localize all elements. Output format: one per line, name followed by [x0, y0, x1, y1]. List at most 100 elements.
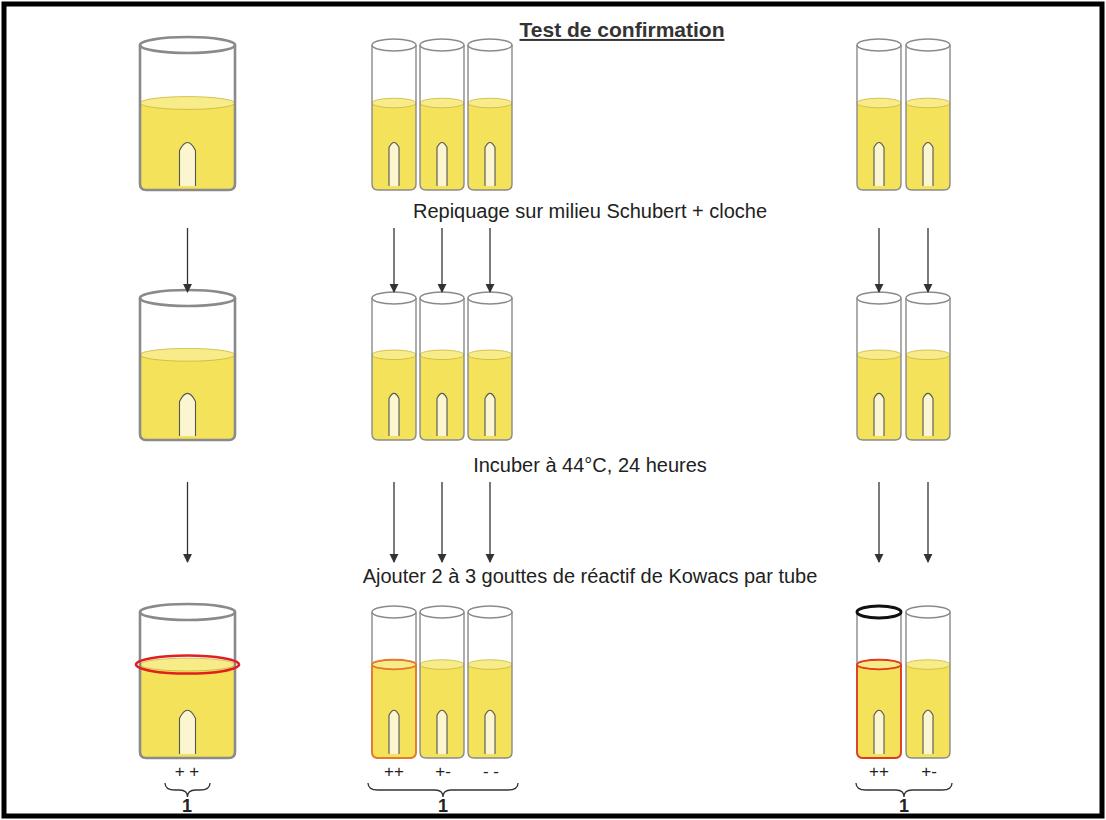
tube-rim	[857, 292, 901, 304]
indole-ring	[136, 656, 239, 674]
test-tube	[136, 604, 239, 758]
test-tube	[857, 292, 901, 440]
test-tube	[420, 292, 464, 440]
durham-bell	[923, 143, 933, 187]
durham-bell	[437, 710, 447, 754]
durham-bell	[874, 143, 884, 187]
result-sign: + +	[175, 762, 200, 782]
step-arrow	[187, 228, 188, 292]
test-tube	[906, 606, 950, 758]
medium-surface	[140, 658, 235, 671]
medium	[468, 355, 512, 440]
group-brace	[368, 783, 518, 797]
test-tube	[857, 39, 901, 190]
medium	[468, 103, 512, 190]
title: Test de confirmation	[520, 18, 725, 42]
durham-bell	[485, 143, 495, 187]
group-brace	[856, 783, 952, 797]
medium-surface	[857, 98, 901, 108]
test-tube	[372, 606, 416, 758]
medium	[420, 103, 464, 190]
tube-rim	[468, 606, 512, 618]
tube-rim	[420, 292, 464, 304]
medium	[468, 665, 512, 758]
step-arrow	[489, 482, 490, 562]
result-sign: +-	[435, 762, 451, 782]
tube-rim	[140, 290, 235, 306]
tube-rim	[420, 39, 464, 51]
tube-wall	[140, 612, 235, 758]
tube-rim	[372, 606, 416, 618]
tube-rim	[857, 39, 901, 51]
medium-surface	[468, 660, 512, 670]
medium-surface	[420, 98, 464, 108]
result-sign: ++	[384, 762, 404, 782]
tube-wall	[468, 298, 512, 440]
tube-wall	[420, 45, 464, 190]
medium	[906, 355, 950, 440]
tube-wall	[906, 45, 950, 190]
test-tube	[372, 292, 416, 440]
test-tube	[372, 39, 416, 190]
durham-bell	[437, 143, 447, 187]
indole-ring	[857, 665, 901, 758]
medium-surface	[857, 660, 901, 670]
medium-surface	[140, 97, 235, 110]
medium	[372, 665, 416, 758]
durham-bell	[923, 393, 933, 436]
tube-wall	[372, 298, 416, 440]
medium	[140, 103, 235, 190]
medium	[140, 665, 235, 758]
tube-rim	[420, 606, 464, 618]
tube-wall	[420, 298, 464, 440]
durham-bell	[874, 710, 884, 754]
tube-wall	[468, 612, 512, 758]
durham-bell	[389, 710, 399, 754]
step-arrow	[878, 482, 879, 562]
result-sign: ++	[869, 762, 889, 782]
step-arrow	[441, 482, 442, 562]
durham-bell	[485, 710, 495, 754]
medium	[372, 103, 416, 190]
group-number: 1	[438, 796, 448, 817]
medium	[906, 103, 950, 190]
indole-ring	[857, 660, 901, 670]
test-tube	[906, 39, 950, 190]
tube-rim	[906, 606, 950, 618]
step-arrow	[489, 228, 490, 292]
medium-surface	[372, 98, 416, 108]
test-tube	[906, 292, 950, 440]
group-brace	[165, 783, 210, 797]
medium	[420, 665, 464, 758]
durham-bell	[485, 393, 495, 436]
test-tube	[420, 606, 464, 758]
tube-rim	[906, 39, 950, 51]
durham-bell	[923, 710, 933, 754]
medium	[906, 665, 950, 758]
medium-surface	[906, 98, 950, 108]
indole-ring	[372, 660, 416, 670]
step-arrow	[927, 482, 928, 562]
tube-rim	[468, 292, 512, 304]
frame	[4, 4, 1102, 816]
medium	[420, 355, 464, 440]
tube-wall	[857, 612, 901, 758]
test-tube	[468, 606, 512, 758]
step-arrow	[393, 228, 394, 292]
durham-bell	[180, 143, 196, 187]
step-arrow	[878, 228, 879, 292]
durham-bell	[437, 393, 447, 436]
group-number: 1	[182, 796, 192, 817]
medium	[857, 665, 901, 758]
durham-bell	[180, 393, 196, 436]
medium-surface	[857, 350, 901, 360]
tube-rim	[372, 39, 416, 51]
medium	[857, 355, 901, 440]
tube-wall	[468, 45, 512, 190]
step-arrow	[441, 228, 442, 292]
tube-wall	[906, 298, 950, 440]
durham-bell	[180, 710, 196, 754]
tube-rim	[906, 292, 950, 304]
